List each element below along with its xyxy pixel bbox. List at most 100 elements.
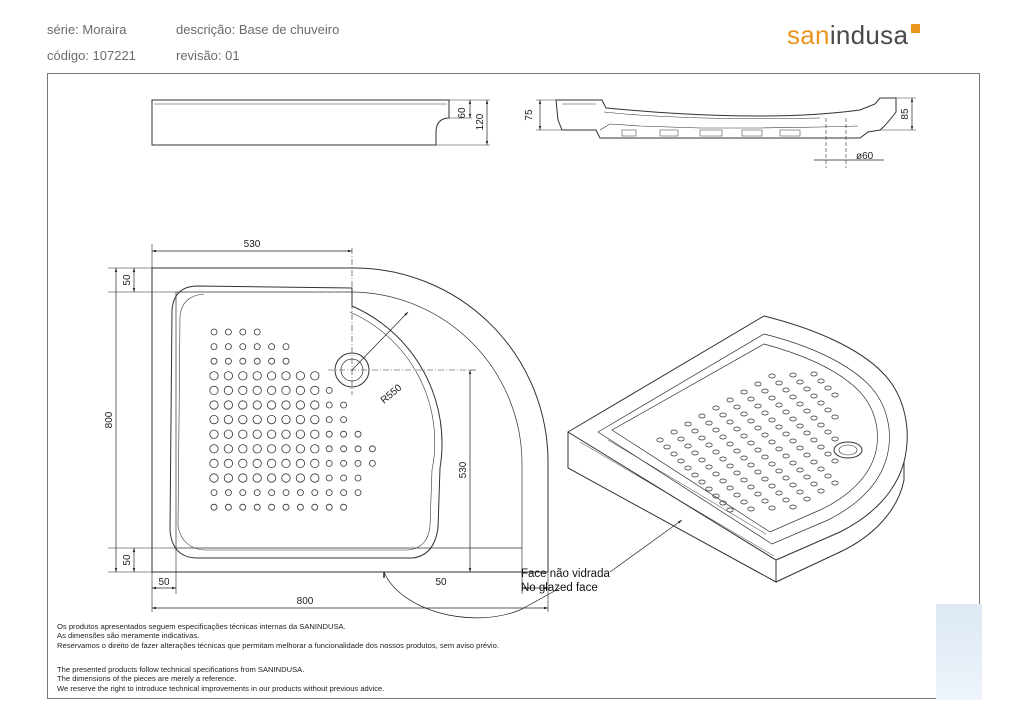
iso-anti-slip-hole [796, 423, 804, 429]
anti-slip-hole [340, 445, 348, 453]
anti-slip-hole [223, 400, 233, 410]
revisao-label: revisão: 01 [176, 48, 240, 63]
anti-slip-hole [223, 385, 233, 395]
iso-anti-slip-hole [754, 491, 762, 497]
iso-anti-slip-hole [810, 371, 818, 377]
iso-anti-slip-hole [684, 465, 692, 471]
anti-slip-hole [224, 503, 232, 511]
iso-anti-slip-hole [768, 373, 776, 379]
anti-slip-hole [311, 489, 319, 497]
iso-anti-slip-hole [684, 421, 692, 427]
iso-anti-slip-hole [705, 442, 713, 448]
iso-anti-slip-hole [740, 433, 748, 439]
iso-anti-slip-hole [740, 499, 748, 505]
isometric-view [567, 315, 908, 583]
dim-right-530: 530 [458, 461, 469, 478]
iso-anti-slip-hole [831, 392, 839, 398]
iso-anti-slip-hole [796, 445, 804, 451]
anti-slip-hole [281, 414, 291, 425]
anti-slip-hole [209, 400, 219, 410]
dim-side-60: 60 [457, 107, 468, 119]
iso-anti-slip-hole [768, 483, 776, 489]
iso-anti-slip-hole [817, 444, 825, 450]
iso-anti-slip-hole [789, 460, 797, 466]
anti-slip-hole [266, 458, 277, 468]
anti-slip-hole [238, 444, 248, 454]
anti-slip-hole [266, 385, 277, 395]
anti-slip-hole [310, 429, 320, 439]
anti-slip-hole [209, 473, 219, 483]
anti-slip-hole [252, 444, 262, 454]
anti-slip-hole [266, 400, 277, 410]
iso-anti-slip-hole [677, 458, 685, 464]
anti-slip-hole [238, 429, 248, 439]
anti-slip-hole [252, 414, 262, 425]
iso-anti-slip-hole [663, 444, 671, 450]
anti-slip-hole [295, 429, 305, 439]
anti-slip-hole [238, 371, 248, 381]
iso-anti-slip-hole [810, 437, 818, 443]
iso-anti-slip-hole [726, 507, 734, 513]
anti-slip-hole [296, 489, 304, 497]
iso-anti-slip-hole [761, 388, 769, 394]
anti-slip-hole [325, 474, 333, 482]
iso-anti-slip-hole [747, 462, 755, 468]
anti-slip-hole [209, 458, 219, 468]
iso-anti-slip-hole [754, 425, 762, 431]
anti-slip-hole [252, 385, 262, 395]
anti-slip-hole [268, 503, 276, 511]
iso-anti-slip-hole [796, 489, 804, 495]
dim-bottom-800: 800 [297, 596, 314, 607]
iso-anti-slip-hole [733, 492, 741, 498]
plan-view [151, 248, 549, 573]
anti-slip-hole [239, 503, 247, 511]
iso-anti-slip-hole [656, 437, 664, 443]
note-en-3: We reserve the right to introduce techni… [57, 683, 385, 693]
iso-anti-slip-hole [747, 506, 755, 512]
iso-anti-slip-hole [768, 395, 776, 401]
iso-anti-slip-hole [691, 428, 699, 434]
iso-anti-slip-hole [684, 443, 692, 449]
iso-anti-slip-hole [817, 378, 825, 384]
iso-anti-slip-hole [789, 372, 797, 378]
anti-slip-hole [252, 458, 262, 468]
dim-left-50-bottom: 50 [122, 554, 133, 566]
iso-anti-slip-hole [754, 381, 762, 387]
anti-slip-hole [224, 343, 232, 351]
anti-slip-hole [340, 474, 348, 482]
iso-anti-slip-hole [768, 461, 776, 467]
iso-anti-slip-hole [824, 429, 832, 435]
iso-anti-slip-hole [670, 451, 678, 457]
iso-anti-slip-hole [775, 468, 783, 474]
iso-anti-slip-hole [712, 449, 720, 455]
iso-anti-slip-hole [817, 488, 825, 494]
iso-anti-slip-hole [698, 479, 706, 485]
iso-anti-slip-hole [747, 440, 755, 446]
anti-slip-hole [224, 357, 232, 365]
iso-anti-slip-hole [803, 386, 811, 392]
iso-anti-slip-hole [740, 455, 748, 461]
iso-anti-slip-hole [803, 496, 811, 502]
anti-slip-hole [354, 459, 362, 467]
dim-top-530: 530 [244, 239, 261, 250]
iso-anti-slip-hole [733, 470, 741, 476]
iso-anti-slip-hole [761, 476, 769, 482]
iso-anti-slip-hole [754, 403, 762, 409]
iso-anti-slip-hole [803, 408, 811, 414]
iso-anti-slip-hole [817, 422, 825, 428]
anti-slip-hole [311, 503, 319, 511]
anti-slip-hole [223, 444, 233, 454]
anti-slip-hole [253, 503, 261, 511]
iso-anti-slip-hole [803, 474, 811, 480]
iso-anti-slip-hole [698, 413, 706, 419]
anti-slip-hole [281, 429, 291, 439]
notes-portuguese: Os produtos apresentados seguem especifi… [57, 622, 499, 650]
iso-anti-slip-hole [677, 436, 685, 442]
anti-slip-hole [281, 473, 291, 483]
iso-anti-slip-hole [747, 396, 755, 402]
iso-anti-slip-hole [796, 379, 804, 385]
anti-slip-hole [268, 357, 276, 365]
anti-slip-hole [310, 385, 320, 395]
anti-slip-hole [210, 328, 218, 336]
